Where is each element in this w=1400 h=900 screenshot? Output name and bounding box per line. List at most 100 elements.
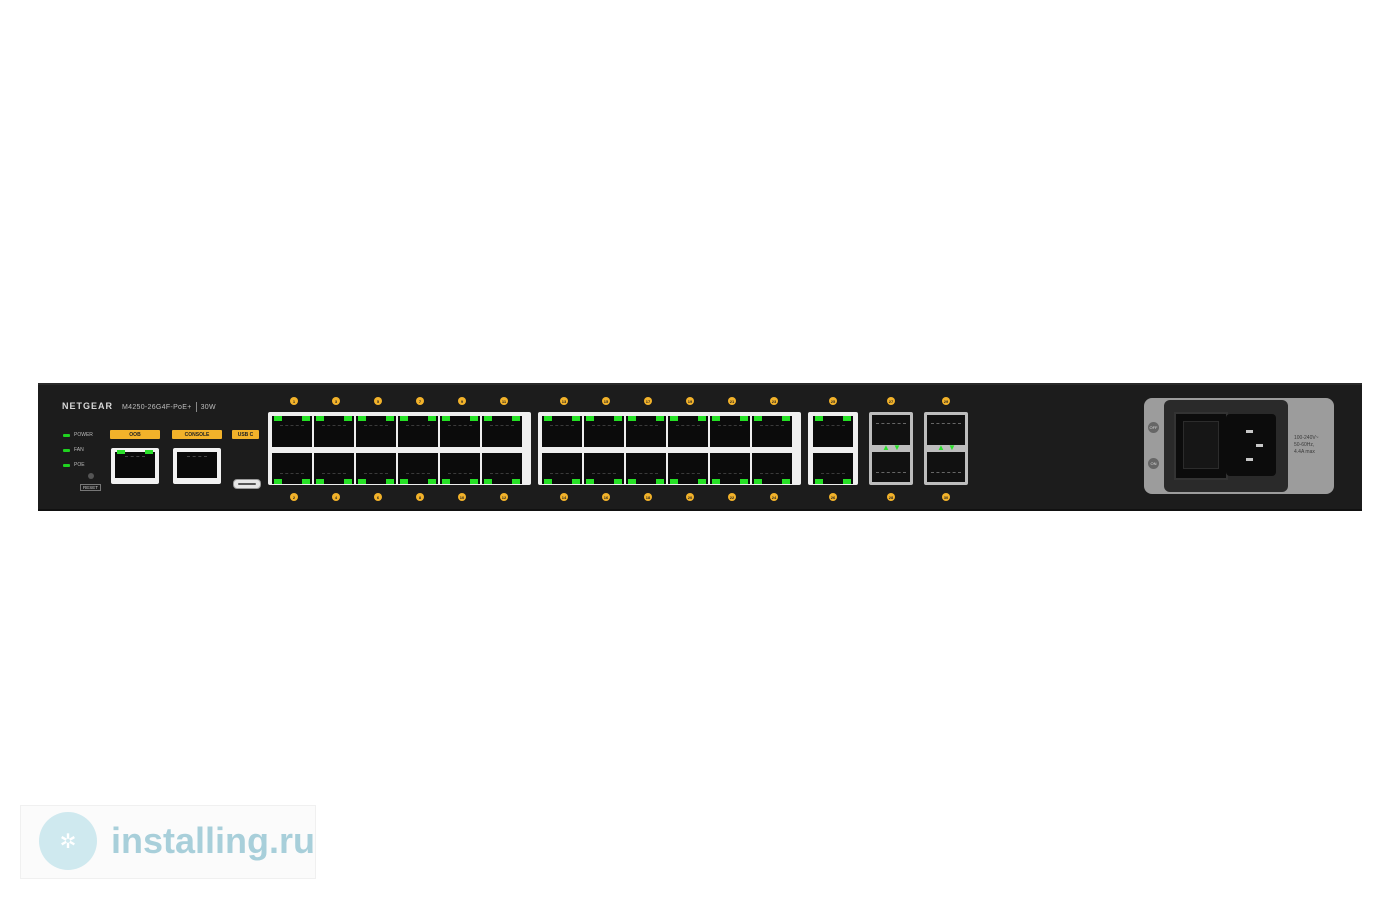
link-led-icon <box>670 416 678 421</box>
ethernet-port-13[interactable] <box>542 416 582 447</box>
activity-led-icon <box>428 479 436 484</box>
activity-led-icon <box>470 416 478 421</box>
model-label: M4250-26G4F-PoE+30W <box>122 402 216 412</box>
port-number-30: 30 <box>942 493 950 501</box>
psu-current: 4.4A max <box>1294 449 1315 455</box>
ethernet-port-12[interactable] <box>482 453 522 484</box>
port-contacts <box>634 425 658 427</box>
port-contacts <box>364 473 388 475</box>
port-contacts <box>550 473 574 475</box>
power-pin-icon <box>1246 458 1253 461</box>
activity-led-icon <box>656 479 664 484</box>
ethernet-port-23[interactable] <box>752 416 792 447</box>
ethernet-port-3[interactable] <box>314 416 354 447</box>
usb-c-port[interactable] <box>233 479 261 489</box>
activity-led-icon <box>614 479 622 484</box>
link-led-icon <box>316 479 324 484</box>
led-fan: FAN <box>63 447 84 453</box>
link-led-icon <box>316 416 324 421</box>
sfp-port-30[interactable] <box>927 452 965 482</box>
ethernet-port-11[interactable] <box>482 416 522 447</box>
reset-button[interactable] <box>88 473 94 479</box>
ethernet-port-26[interactable] <box>813 453 853 484</box>
ethernet-port-5[interactable] <box>356 416 396 447</box>
port-contacts <box>448 473 472 475</box>
port-number-3: 3 <box>332 397 340 405</box>
activity-led-icon <box>843 479 851 484</box>
arrow-down-icon: ▼ <box>948 443 956 452</box>
activity-led-icon <box>302 416 310 421</box>
ethernet-port-20[interactable] <box>668 453 708 484</box>
ethernet-port-25[interactable] <box>813 416 853 447</box>
ethernet-port-2[interactable] <box>272 453 312 484</box>
ethernet-port-6[interactable] <box>356 453 396 484</box>
link-led-icon <box>117 450 125 454</box>
port-number-19: 19 <box>686 397 694 405</box>
ac-power-inlet[interactable] <box>1226 414 1276 476</box>
led-power: POWER <box>63 432 93 438</box>
port-contacts <box>490 473 514 475</box>
port-contacts <box>592 425 616 427</box>
port-contacts <box>280 425 304 427</box>
ethernet-port-18[interactable] <box>626 453 666 484</box>
port-contacts <box>718 473 742 475</box>
rj45-socket-icon <box>177 452 217 478</box>
port-number-6: 6 <box>374 493 382 501</box>
port-contacts <box>592 473 616 475</box>
led-power-label: POWER <box>74 432 93 438</box>
sfp-port-27[interactable] <box>872 415 910 445</box>
activity-led-icon <box>698 416 706 421</box>
port-number-16: 16 <box>602 493 610 501</box>
psu-rating: 100-240V~ 50-60Hz, 4.4A max <box>1294 435 1319 456</box>
ethernet-port-21[interactable] <box>710 416 750 447</box>
ethernet-port-17[interactable] <box>626 416 666 447</box>
ethernet-port-14[interactable] <box>542 453 582 484</box>
psu-voltage: 100-240V~ <box>1294 435 1319 441</box>
activity-led-icon <box>782 416 790 421</box>
sfp-contacts <box>931 423 961 425</box>
watermark-text: installing.ru <box>111 820 316 861</box>
activity-led-icon <box>512 416 520 421</box>
port-number-8: 8 <box>416 493 424 501</box>
activity-led-icon <box>344 416 352 421</box>
led-poe-label: POE <box>74 462 85 468</box>
ethernet-port-10[interactable] <box>440 453 480 484</box>
oob-port[interactable] <box>111 448 159 484</box>
ethernet-port-15[interactable] <box>584 416 624 447</box>
port-number-15: 15 <box>602 397 610 405</box>
console-port[interactable] <box>173 448 221 484</box>
power-supply-panel: OFF ON 100-240V~ 50-60Hz, 4.4A max <box>1144 398 1334 494</box>
port-number-26: 26 <box>829 493 837 501</box>
sfp-cage-1: ▲ ▼ <box>869 412 913 485</box>
fan-led-icon <box>63 448 70 452</box>
port-contacts <box>448 425 472 427</box>
sfp-port-28[interactable] <box>872 452 910 482</box>
port-number-7: 7 <box>416 397 424 405</box>
ethernet-port-4[interactable] <box>314 453 354 484</box>
link-led-icon <box>484 479 492 484</box>
port-contacts <box>821 425 845 427</box>
activity-led-icon <box>572 479 580 484</box>
port-contacts <box>634 473 658 475</box>
port-number-23: 23 <box>770 397 778 405</box>
ethernet-port-9[interactable] <box>440 416 480 447</box>
ethernet-port-8[interactable] <box>398 453 438 484</box>
ethernet-port-24[interactable] <box>752 453 792 484</box>
link-led-icon <box>754 416 762 421</box>
link-led-icon <box>815 416 823 421</box>
sfp-port-29[interactable] <box>927 415 965 445</box>
activity-led-icon <box>698 479 706 484</box>
port-number-20: 20 <box>686 493 694 501</box>
activity-led-icon <box>572 416 580 421</box>
ethernet-port-7[interactable] <box>398 416 438 447</box>
sfp-cage-2: ▲ ▼ <box>924 412 968 485</box>
ethernet-port-22[interactable] <box>710 453 750 484</box>
power-switch[interactable] <box>1174 412 1228 480</box>
ethernet-port-19[interactable] <box>668 416 708 447</box>
link-led-icon <box>274 416 282 421</box>
ethernet-port-16[interactable] <box>584 453 624 484</box>
psu-module <box>1164 400 1288 492</box>
port-contacts <box>364 425 388 427</box>
ethernet-port-1[interactable] <box>272 416 312 447</box>
port-number-4: 4 <box>332 493 340 501</box>
